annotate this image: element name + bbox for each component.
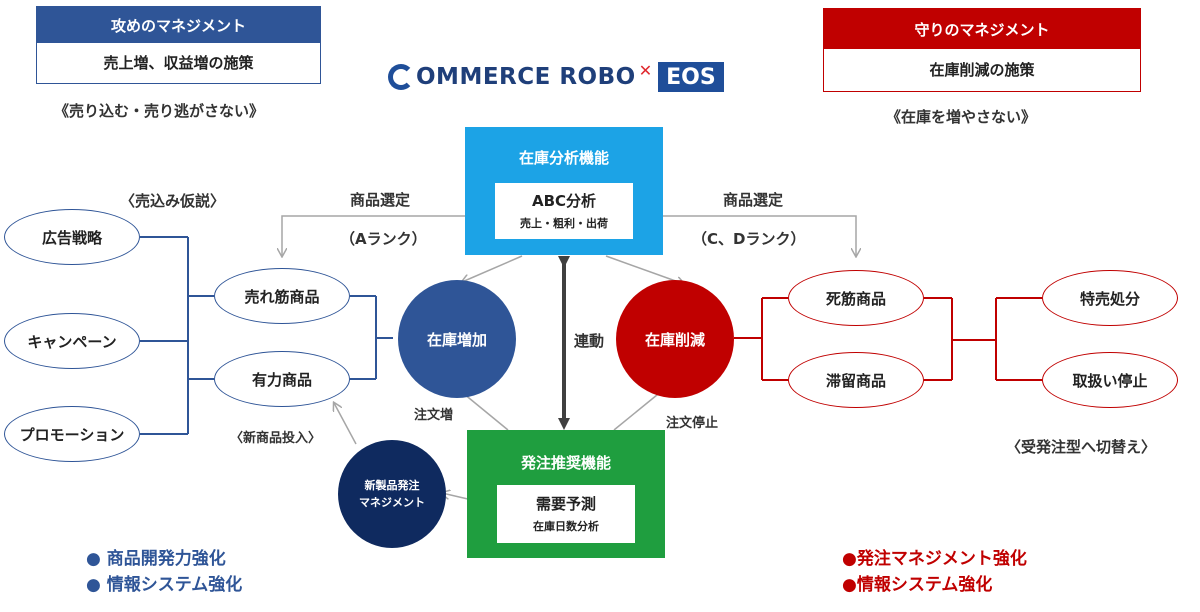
offense-sub: 売上増、収益増の施策 [103, 53, 254, 72]
newprod-line1: 新製品発注 [364, 479, 420, 492]
offense-caption: 《売り込む・売り逃がさない》 [54, 102, 265, 120]
analysis-title: 在庫分析機能 [518, 149, 609, 167]
bullet-left-2: ● 情報システム強化 [86, 575, 243, 595]
ordering-main: 需要予測 [535, 495, 596, 513]
defense-caption: 《在庫を増やさない》 [886, 108, 1037, 126]
rank-right-label: （C、Dランク） [692, 230, 806, 248]
offense-box: 攻めのマネジメント 売上増、収益増の施策 [36, 6, 321, 84]
oval-promotion: プロモーション [4, 406, 140, 462]
newprod-line2: マネジメント [359, 496, 425, 509]
analysis-detail: 売上・粗利・出荷 [520, 217, 608, 230]
analysis-main: ABC分析 [531, 192, 597, 210]
bullet-right-2: ●情報システム強化 [842, 575, 993, 595]
rank-left-label: （Aランク） [340, 230, 427, 248]
logo-text: OMMERCE ROBO [416, 64, 636, 90]
bullet-right-1: ●発注マネジメント強化 [842, 549, 1027, 569]
oval-discontinue: 取扱い停止 [1042, 352, 1178, 408]
switch-label: 〈受発注型へ切替え〉 [1006, 438, 1157, 456]
left-tree-lines [140, 236, 393, 435]
circle-stock-decrease: 在庫削減 [616, 280, 734, 398]
oval-ad-strategy: 広告戦略 [4, 209, 140, 265]
defense-box: 守りのマネジメント 在庫削減の施策 [823, 8, 1141, 92]
circle-new-product-mgmt: 新製品発注 マネジメント [338, 440, 446, 548]
order-increase-label: 注文増 [414, 408, 454, 423]
ordering-detail: 在庫日数分析 [533, 520, 599, 533]
link-label: 連動 [574, 332, 605, 350]
bullets-left: ● 商品開発力強化 ● 情報システム強化 [86, 546, 242, 598]
analysis-box: 在庫分析機能 ABC分析 売上・粗利・出荷 [465, 127, 663, 255]
oval-dead-stock: 死筋商品 [788, 270, 924, 326]
logo-eos: EOS [658, 62, 724, 92]
analysis-inner: ABC分析 売上・粗利・出荷 [495, 183, 633, 239]
hypothesis-label: 〈売込み仮説〉 [120, 192, 226, 210]
select-right-label: 商品選定 [723, 191, 784, 209]
oval-stagnant-stock: 滞留商品 [788, 352, 924, 408]
bullet-left-1: ● 商品開発力強化 [86, 549, 226, 569]
order-stop-label: 注文停止 [666, 416, 719, 431]
oval-bestseller: 売れ筋商品 [214, 268, 350, 324]
select-left-label: 商品選定 [350, 191, 411, 209]
offense-header: 攻めのマネジメント [37, 7, 320, 43]
ordering-inner: 需要予測 在庫日数分析 [497, 485, 635, 543]
ordering-box: 発注推奨機能 需要予測 在庫日数分析 [467, 430, 665, 558]
defense-sub: 在庫削減の施策 [929, 60, 1035, 79]
circle-stock-increase: 在庫増加 [398, 280, 516, 398]
gray-arrows [282, 215, 856, 507]
oval-strong-product: 有力商品 [214, 351, 350, 407]
oval-clearance: 特売処分 [1042, 270, 1178, 326]
oval-campaign: キャンペーン [4, 313, 140, 369]
commerce-robo-logo: OMMERCE ROBO ✕ EOS [388, 60, 724, 92]
ordering-title: 発注推奨機能 [520, 454, 611, 472]
bullets-right: ●発注マネジメント強化 ●情報システム強化 [842, 546, 1027, 598]
defense-header: 守りのマネジメント [824, 9, 1140, 49]
logo-c-icon [388, 64, 414, 90]
logo-x-icon: ✕ [638, 60, 653, 80]
right-tree-lines [734, 297, 1042, 381]
new-product-label: 〈新商品投入〉 [230, 431, 322, 446]
